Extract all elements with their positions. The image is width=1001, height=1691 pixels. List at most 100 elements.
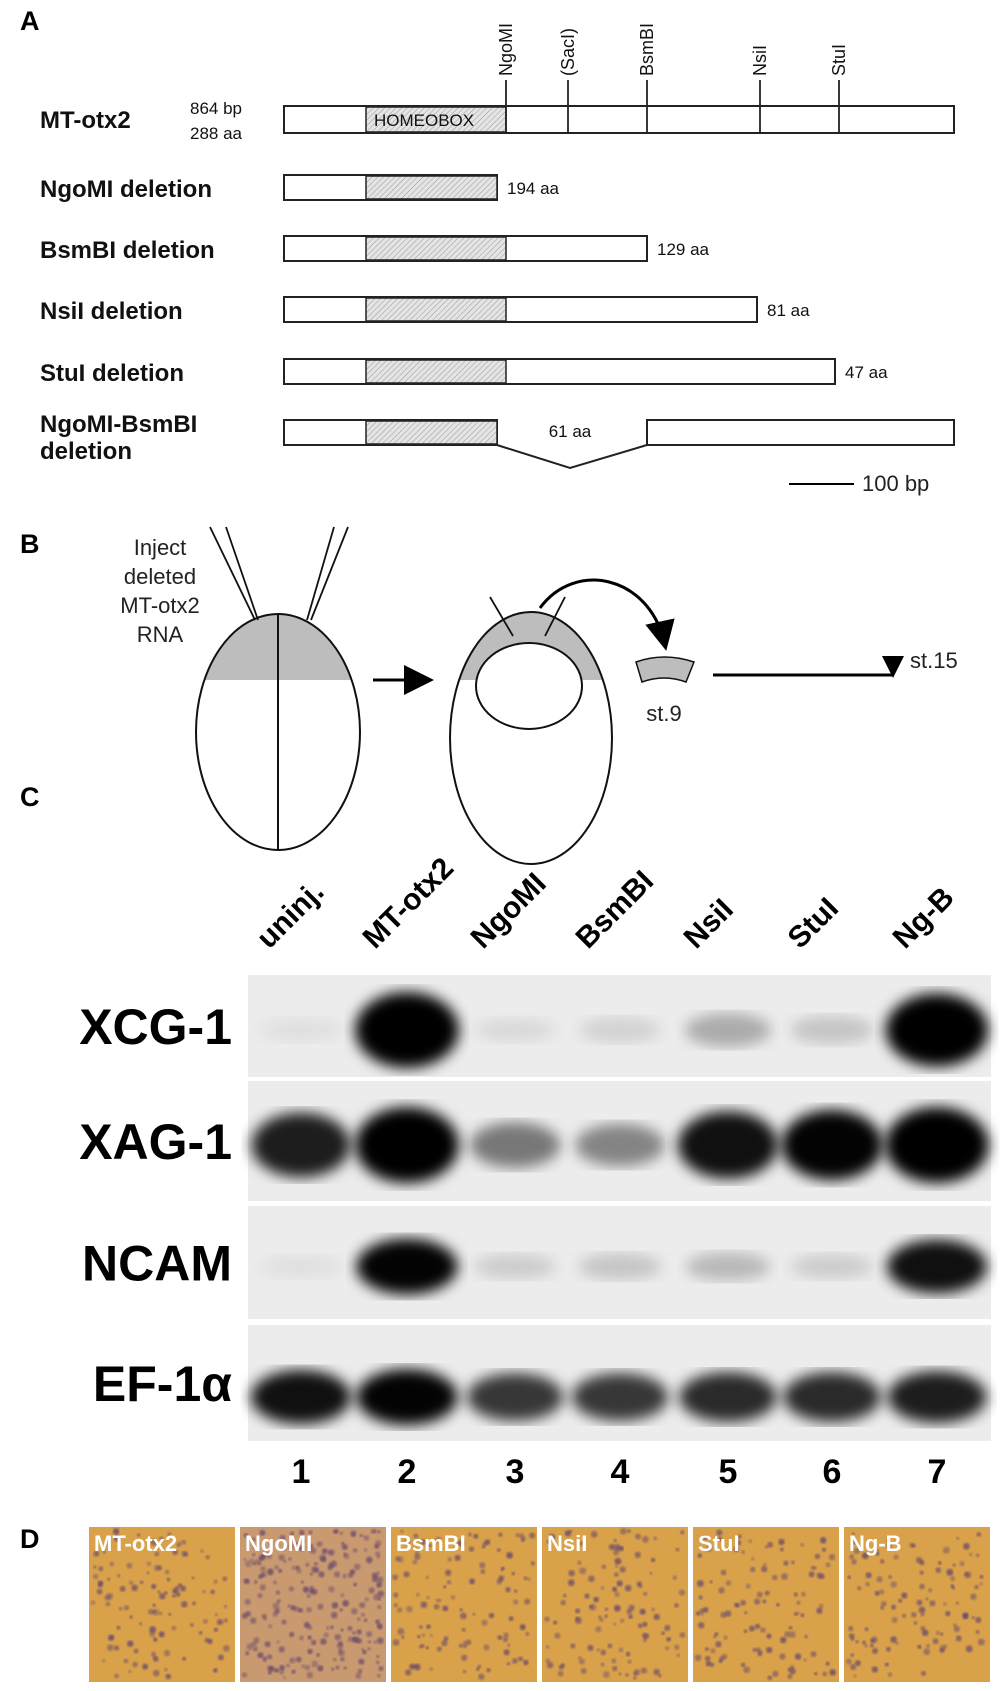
stained-cell [376, 1655, 380, 1659]
stained-cell [445, 1569, 452, 1576]
stained-cell [715, 1641, 722, 1648]
stained-cell [207, 1638, 213, 1645]
stained-cell [562, 1593, 567, 1598]
stained-cell [612, 1665, 618, 1672]
stained-cell [347, 1626, 353, 1632]
stained-cell [618, 1672, 622, 1676]
stained-cell [503, 1649, 510, 1656]
stained-cell [596, 1648, 600, 1652]
stained-cell [176, 1543, 181, 1548]
stained-cell [650, 1557, 656, 1563]
stained-cell [778, 1538, 785, 1545]
stained-cell [557, 1670, 564, 1677]
stained-cell [392, 1639, 400, 1646]
stained-cell [800, 1543, 805, 1547]
band [578, 1017, 662, 1043]
stained-cell [138, 1621, 143, 1626]
stained-cell [523, 1659, 529, 1666]
stained-cell [508, 1616, 514, 1622]
stained-cell [368, 1587, 375, 1594]
stained-cell [301, 1539, 306, 1543]
stained-cell [602, 1671, 610, 1678]
stained-cell [450, 1595, 456, 1600]
stained-cell [373, 1640, 377, 1644]
stained-cell [290, 1531, 295, 1536]
stained-cell [740, 1662, 746, 1668]
gene-label: EF-1α [93, 1356, 232, 1412]
stained-cell [164, 1667, 168, 1672]
stained-cell [969, 1552, 973, 1557]
inject-text: Inject deleted MT-otx2 RNA [120, 535, 199, 647]
stained-cell [676, 1653, 681, 1658]
stained-cell [282, 1547, 287, 1551]
stained-cell [664, 1624, 671, 1631]
stained-cell [959, 1560, 965, 1567]
stained-cell [244, 1598, 251, 1605]
stained-cell [893, 1554, 899, 1560]
stained-cell [658, 1674, 662, 1678]
stained-cell [252, 1553, 256, 1557]
stained-cell [459, 1607, 463, 1612]
stained-cell [702, 1607, 709, 1613]
stained-cell [157, 1590, 161, 1594]
stained-cell [674, 1644, 680, 1650]
stained-cell [497, 1635, 502, 1640]
stained-cell [274, 1564, 279, 1570]
site-label: StuI [829, 44, 849, 76]
stained-cell [158, 1611, 163, 1616]
stained-cell [253, 1646, 258, 1652]
stained-cell [462, 1669, 467, 1674]
stained-cell [545, 1645, 550, 1649]
stained-cell [376, 1637, 384, 1645]
stained-cell [101, 1658, 106, 1663]
deletion-bar [646, 419, 955, 446]
stained-cell [613, 1622, 617, 1626]
stained-cell [613, 1544, 621, 1551]
stained-cell [172, 1594, 176, 1598]
stained-cell [817, 1572, 824, 1579]
stained-cell [579, 1541, 584, 1546]
stained-cell [333, 1571, 341, 1578]
stained-cell [330, 1560, 338, 1568]
stained-cell [766, 1646, 773, 1654]
stained-cell [332, 1657, 337, 1662]
stained-cell [158, 1631, 165, 1638]
stained-cell [289, 1657, 296, 1664]
stained-cell [102, 1550, 107, 1554]
stained-cell [804, 1634, 809, 1639]
stained-cell [260, 1571, 267, 1578]
photo-bg [844, 1527, 990, 1682]
band [251, 1112, 351, 1178]
stained-cell [613, 1604, 621, 1612]
stained-cell [767, 1541, 774, 1548]
site-label: BsmBI [637, 23, 657, 76]
stained-cell [783, 1560, 789, 1566]
stained-cell [150, 1538, 158, 1546]
stained-cell [857, 1586, 862, 1591]
deletion-label: StuI deletion [40, 360, 184, 387]
photo-label: NgoMI [245, 1531, 312, 1556]
stained-cell [336, 1642, 344, 1650]
stained-cell [619, 1546, 624, 1551]
stained-cell [800, 1613, 805, 1618]
stained-cell [366, 1631, 373, 1638]
stained-cell [560, 1599, 566, 1606]
stained-cell [128, 1580, 134, 1585]
stained-cell [766, 1633, 772, 1639]
stained-cell [672, 1575, 678, 1580]
stained-cell [268, 1624, 273, 1629]
stained-cell [950, 1575, 956, 1582]
stained-cell [926, 1644, 930, 1648]
stained-cell [642, 1632, 648, 1639]
stained-cell [476, 1667, 480, 1672]
stained-cell [250, 1537, 256, 1542]
stained-cell [151, 1583, 157, 1590]
homeobox-region [365, 297, 507, 322]
stained-cell [801, 1591, 806, 1597]
stained-cell [879, 1589, 885, 1595]
stained-cell [970, 1593, 977, 1600]
stained-cell [325, 1626, 330, 1630]
stained-cell [861, 1552, 869, 1560]
stained-cell [909, 1542, 915, 1548]
stain-photo: NgoMI [240, 1527, 386, 1682]
